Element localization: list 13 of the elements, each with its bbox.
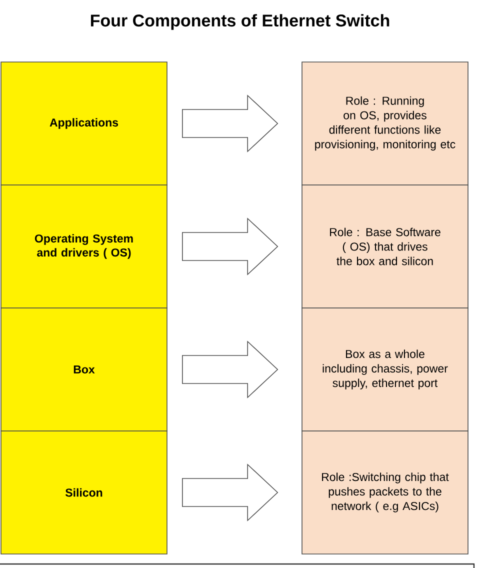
component-box: Applications (0, 62, 168, 186)
component-box: Box (0, 308, 168, 432)
role-box: Role : Running on OS, provides different functions like provisioning, monitoring etc (302, 62, 468, 186)
title: Four Components of Ethernet Switch (90, 14, 390, 30)
block-arrow (182, 340, 278, 398)
role-box: Role :Switching chip that pushes packets to the network ( e.g ASICs) (302, 430, 468, 554)
component-box: Silicon (0, 430, 168, 554)
block-arrow (182, 464, 278, 522)
block-arrow (182, 94, 278, 152)
component-box: Operating System and drivers ( OS) (0, 184, 168, 308)
role-box: Box as a whole including chassis, power supply, ethernet port (302, 308, 468, 432)
block-arrow (182, 218, 278, 276)
role-box: Role : Base Software ( OS) that drives the box and silicon (302, 184, 468, 308)
